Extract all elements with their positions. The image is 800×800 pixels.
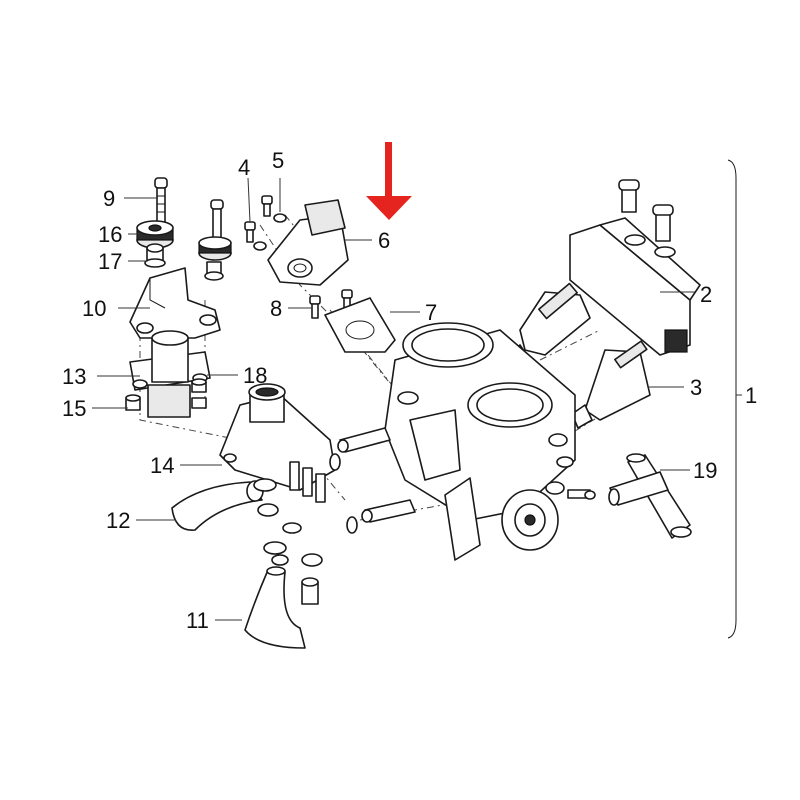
sensor-6 — [267, 199, 349, 286]
bolt-9 — [154, 177, 168, 225]
screw-5 — [261, 195, 287, 223]
callout-15: 15 — [62, 396, 86, 421]
screw-4 — [244, 221, 267, 251]
callout-2: 2 — [700, 282, 712, 307]
coolant-housing-14 — [219, 383, 336, 503]
gasket-7 — [324, 297, 396, 353]
bolt-9-second — [198, 199, 232, 281]
spacer-17 — [144, 243, 166, 268]
screw-8 — [309, 289, 353, 319]
assembly-bracket — [727, 159, 742, 639]
throttle-body — [384, 322, 576, 521]
connector-tube-upper — [337, 427, 391, 453]
callout-4: 4 — [238, 155, 250, 180]
arrow-down-icon — [366, 142, 412, 220]
bracket-plate-10 — [129, 267, 221, 339]
grommet-16 — [136, 220, 174, 249]
callout-10: 10 — [82, 296, 106, 321]
hose-11 — [244, 566, 306, 649]
callout-17: 17 — [98, 249, 122, 274]
throttle-linkage — [444, 477, 596, 561]
hose-clamps — [253, 453, 358, 567]
connector-tube-lower — [361, 499, 416, 523]
callout-13: 13 — [62, 364, 86, 389]
callout-14: 14 — [150, 453, 174, 478]
injector-upper — [504, 282, 591, 373]
callout-18: 18 — [243, 363, 267, 388]
cap — [301, 577, 319, 605]
leader-lines — [92, 177, 695, 621]
t-hose-19 — [608, 453, 692, 539]
idle-valve-13 — [129, 330, 211, 418]
callout-16: 16 — [98, 222, 122, 247]
callout-8: 8 — [270, 296, 282, 321]
nut-18 — [191, 378, 207, 409]
injector-3 — [571, 340, 651, 429]
callout-3: 3 — [690, 375, 702, 400]
callout-19: 19 — [693, 458, 717, 483]
callout-11: 11 — [186, 608, 209, 633]
callout-1: 1 — [745, 383, 757, 408]
callout-5: 5 — [272, 148, 284, 173]
hose-12 — [171, 480, 264, 531]
nut-15 — [125, 394, 141, 411]
callout-6: 6 — [378, 228, 390, 253]
callout-12: 12 — [106, 508, 130, 533]
callout-9: 9 — [103, 186, 115, 211]
callout-7: 7 — [425, 300, 437, 325]
fuel-rail-2 — [569, 179, 701, 356]
